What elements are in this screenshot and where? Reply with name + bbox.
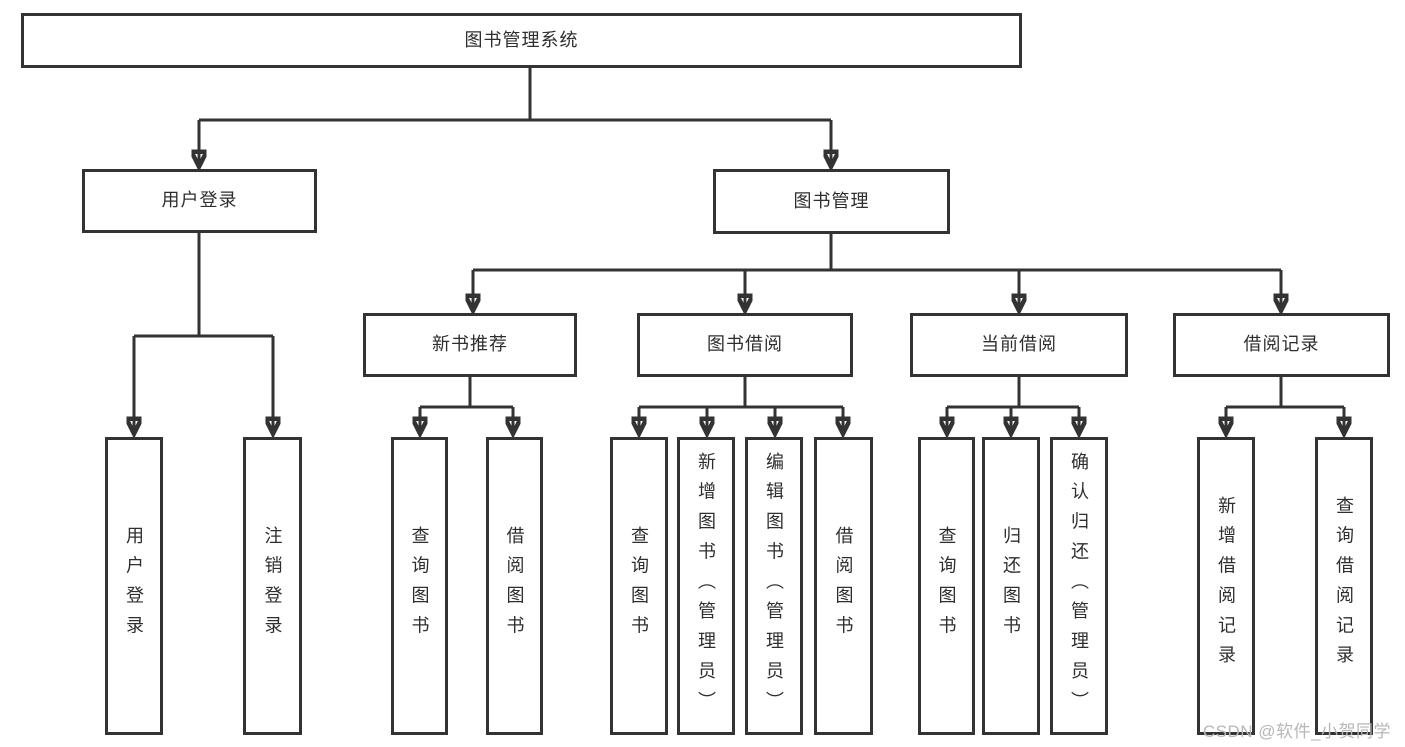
leaf-logout-label: 注销登录: [262, 526, 283, 646]
node-new-book-recommend-label: 新书推荐: [432, 334, 508, 355]
leaf-borrow-books-recommend: 借阅图书: [486, 437, 543, 735]
leaf-user-login: 用户登录: [105, 437, 163, 735]
node-borrowing-records: 借阅记录: [1173, 313, 1390, 377]
node-new-book-recommend: 新书推荐: [363, 313, 577, 377]
node-book-borrowing-label: 图书借阅: [707, 334, 783, 355]
node-current-borrowing-label: 当前借阅: [981, 334, 1057, 355]
leaf-add-borrow-record-label: 新增借阅记录: [1216, 496, 1236, 676]
leaf-query-borrow-record: 查询借阅记录: [1315, 437, 1373, 735]
leaf-logout: 注销登录: [243, 437, 302, 735]
node-book-management-label: 图书管理: [793, 190, 870, 211]
leaf-borrow-books-recommend-label: 借阅图书: [504, 526, 525, 646]
leaf-query-books-borrowing-label: 查询图书: [629, 526, 649, 646]
leaf-return-books: 归还图书: [982, 437, 1040, 735]
leaf-add-books-admin: 新增图书（管理员）: [677, 437, 735, 735]
leaf-borrow-books: 借阅图书: [814, 437, 873, 735]
node-root-system: 图书管理系统: [21, 13, 1022, 68]
node-book-borrowing: 图书借阅: [637, 313, 853, 377]
node-root-system-label: 图书管理系统: [464, 29, 579, 50]
watermark: CSDN @软件_小贺同学: [1202, 722, 1391, 741]
leaf-confirm-return-admin: 确认归还（管理员）: [1050, 437, 1108, 735]
leaf-query-borrow-record-label: 查询借阅记录: [1334, 496, 1354, 676]
leaf-confirm-return-admin-label: 确认归还（管理员）: [1069, 451, 1089, 721]
leaf-user-login-label: 用户登录: [124, 526, 144, 646]
leaf-query-books-current: 查询图书: [918, 437, 975, 735]
node-user-login: 用户登录: [82, 169, 317, 233]
node-borrowing-records-label: 借阅记录: [1243, 334, 1320, 355]
leaf-query-books-recommend: 查询图书: [391, 437, 448, 735]
leaf-add-borrow-record: 新增借阅记录: [1197, 437, 1255, 735]
node-current-borrowing: 当前借阅: [910, 313, 1128, 377]
leaf-query-books-current-label: 查询图书: [936, 526, 957, 646]
leaf-edit-books-admin-label: 编辑图书（管理员）: [764, 451, 784, 721]
leaf-edit-books-admin: 编辑图书（管理员）: [745, 437, 803, 735]
leaf-return-books-label: 归还图书: [1001, 526, 1021, 646]
leaf-add-books-admin-label: 新增图书（管理员）: [696, 451, 716, 721]
leaf-query-books-borrowing: 查询图书: [610, 437, 668, 735]
node-book-management: 图书管理: [713, 169, 950, 234]
leaf-query-books-recommend-label: 查询图书: [409, 526, 430, 646]
leaf-borrow-books-label: 借阅图书: [833, 526, 854, 646]
node-user-login-label: 用户登录: [161, 190, 238, 211]
